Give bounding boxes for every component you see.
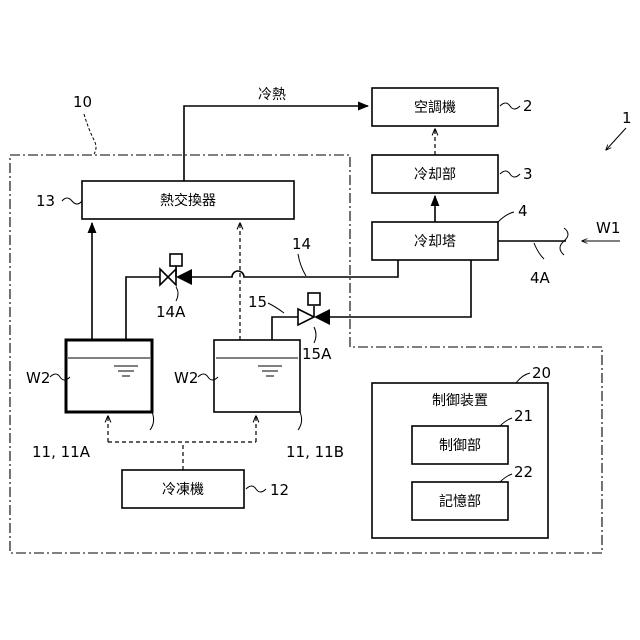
valve-14a (160, 269, 176, 285)
storage-unit-label: 記憶部 (439, 493, 481, 510)
valve-15a-left (298, 309, 314, 325)
refrigerator-leader (246, 486, 266, 492)
cold-heat-line (184, 106, 368, 181)
cooling-unit-ref: 3 (523, 165, 533, 183)
storage-unit-ref: 22 (514, 463, 533, 481)
tank-b (214, 340, 300, 412)
heat-exchanger-label: 熱交換器 (160, 192, 216, 209)
tank-b-ref-leader (298, 412, 302, 430)
cooling-tower-ref: 4 (518, 202, 528, 220)
refrigerator-distribution (108, 442, 256, 470)
refrigerator-label: 冷凍機 (162, 482, 204, 498)
cooling-unit-label: 冷却部 (414, 167, 456, 183)
tank-a-ref: 11, 11A (32, 443, 91, 461)
tank-a-ref-leader (150, 412, 154, 430)
plant-ref: 10 (73, 93, 92, 111)
pipe-14-to-tank-a (126, 277, 160, 340)
air-conditioner-ref: 2 (523, 97, 533, 115)
system-ref: 1 (622, 109, 632, 127)
control-unit-ref: 21 (514, 407, 533, 425)
control-device-label: 制御装置 (432, 393, 488, 409)
heat-exchanger-ref: 13 (36, 192, 55, 210)
air-conditioner-label: 空調機 (414, 100, 456, 116)
water-w1-label: W1 (596, 219, 620, 237)
cooling-tower-label: 冷却塔 (414, 234, 456, 250)
system-ref-arrow (606, 128, 626, 150)
tank-b-ref: 11, 11B (286, 443, 344, 461)
valve-15a-ref: 15A (302, 345, 332, 363)
pipe-4a-leader (534, 243, 544, 259)
valve-14a-ref: 14A (156, 303, 186, 321)
cold-heat-label: 冷熱 (258, 87, 286, 103)
control-unit-label: 制御部 (439, 438, 481, 454)
pipe-15-to-tank-b (272, 317, 298, 340)
tank-b-water-label: W2 (174, 369, 198, 387)
pipe-14-ref: 14 (292, 235, 311, 253)
plant-ref-leader (84, 114, 96, 154)
refrigerator-ref: 12 (270, 481, 289, 499)
pipe-15-leader (268, 303, 284, 313)
air-conditioner-leader (500, 103, 520, 109)
heat-exchanger-leader (62, 198, 82, 204)
pipe-15 (330, 260, 471, 317)
pipe-14-leader (298, 254, 306, 276)
valve-14a-actuator (170, 254, 182, 266)
pipe-15-ref: 15 (248, 293, 267, 311)
cooling-tower-leader (498, 212, 514, 222)
control-device-ref: 20 (532, 364, 551, 382)
tank-a (66, 340, 152, 412)
valve-15a-actuator (308, 293, 320, 305)
tank-a-water-label: W2 (26, 369, 50, 387)
valve-15a-right (314, 309, 330, 325)
pipe-14 (192, 260, 398, 277)
cooling-unit-leader (500, 171, 520, 177)
pipe-4a-ref: 4A (530, 269, 551, 287)
valve-15a-leader (314, 327, 316, 343)
valve-14a-right (176, 269, 192, 285)
control-device-leader (516, 373, 530, 383)
valve-14a-leader (176, 287, 178, 301)
